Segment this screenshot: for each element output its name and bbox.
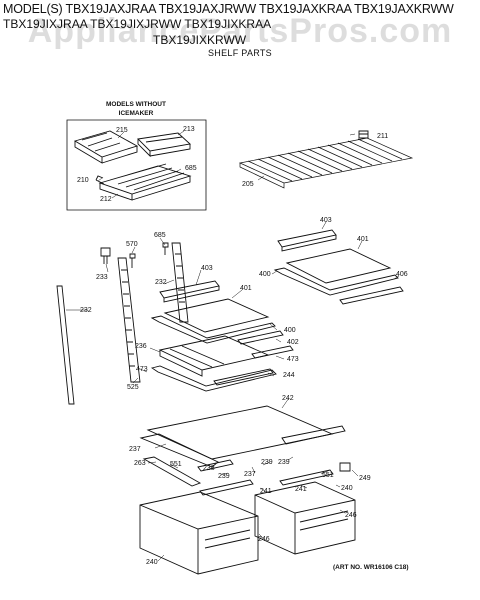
shelf-frame-400-upper <box>273 267 399 296</box>
slide-241-right <box>279 469 334 486</box>
crisper-frame-lower <box>150 365 277 392</box>
part-label-400-upper: 400 <box>259 271 271 278</box>
clip-233 <box>100 247 111 264</box>
shelf-bracket-403-upper <box>277 229 337 252</box>
part-label-473-left: 473 <box>136 366 148 373</box>
part-label-401-middle: 401 <box>240 285 252 292</box>
part-label-238: 238 <box>203 465 215 472</box>
icemaker-tray-215 <box>73 130 139 164</box>
shelf-bracket-403-middle <box>159 280 220 303</box>
wire-shelf-205 <box>238 137 414 189</box>
part-label-473-right: 473 <box>287 356 299 363</box>
part-label-242: 242 <box>282 395 294 402</box>
glass-shelf-401-upper <box>285 248 392 284</box>
shelf-trim-406 <box>339 286 404 305</box>
rail-263 <box>142 456 202 487</box>
part-label-236: 236 <box>135 343 147 350</box>
inset-caption-line-2: ICEMAKER <box>118 110 154 117</box>
part-label-685: 685 <box>154 232 166 239</box>
diagram-subtitle: SHELF PARTS <box>208 48 272 58</box>
trim-473-right <box>251 345 294 359</box>
part-label-551-left: 551 <box>170 461 182 468</box>
part-label-241-right: 241 <box>295 486 307 493</box>
screw-210 <box>95 175 105 185</box>
part-numbers: 215 213 685 210 212 211 205 403 401 400 … <box>77 126 408 566</box>
side-trim-232-left <box>56 285 75 405</box>
part-label-213: 213 <box>183 126 195 133</box>
part-label-212: 212 <box>100 196 112 203</box>
leader-lines <box>66 130 400 562</box>
part-label-210: 210 <box>77 177 89 184</box>
part-label-233: 233 <box>96 274 108 281</box>
part-label-403-upper: 403 <box>320 217 332 224</box>
frame-237-left <box>139 433 219 468</box>
part-label-240-left: 240 <box>146 559 158 566</box>
part-label-215: 215 <box>116 127 128 134</box>
model-list-line-2: TBX19JIXJRAA TBX19JIXJRWW TBX19JIXKRAA <box>3 17 272 31</box>
part-label-246-right: 246 <box>345 512 357 519</box>
part-label-240-right: 240 <box>341 485 353 492</box>
ladder-rail-left <box>117 257 141 383</box>
inset-caption-line-1: MODELS WITHOUT <box>106 101 166 108</box>
part-label-239-left: 239 <box>218 473 230 480</box>
ice-rack-212 <box>98 163 192 201</box>
part-label-237-center: 237 <box>244 471 256 478</box>
art-number: (ART NO. WR16106 C18) <box>333 564 409 571</box>
part-label-246-center: 246 <box>258 536 270 543</box>
part-label-211: 211 <box>377 133 388 140</box>
part-label-244: 244 <box>283 372 295 379</box>
model-list-line-3: TBX19JIXKRWW <box>153 33 247 47</box>
model-list-line-1: MODEL(S) TBX19JAXJRAA TBX19JAXJRWW TBX19… <box>3 2 454 16</box>
part-label-406: 406 <box>396 271 408 278</box>
crisper-drawer-240-left <box>139 491 259 575</box>
slide-241-left <box>199 479 254 496</box>
trim-244 <box>213 368 274 386</box>
part-label-241-left: 241 <box>260 488 272 495</box>
part-label-239-right: 239 <box>278 459 290 466</box>
slide-238 <box>197 459 234 472</box>
screw-685 <box>162 242 169 255</box>
part-label-249: 249 <box>359 475 371 482</box>
part-label-403-middle: 403 <box>201 265 213 272</box>
part-label-570: 570 <box>126 241 138 248</box>
glass-cover-242 <box>146 405 334 460</box>
part-label-232-left: 232 <box>80 307 92 314</box>
part-label-551-right: 551 <box>322 472 334 479</box>
cap-211 <box>358 130 369 139</box>
clip-249 <box>339 462 351 472</box>
shelf-frame-400-middle <box>150 315 276 344</box>
part-label-205: 205 <box>242 181 254 188</box>
part-label-239-center: 239 <box>261 459 273 466</box>
part-label-400-middle: 400 <box>284 327 296 334</box>
part-label-401-upper: 401 <box>357 236 369 243</box>
inset-frame <box>66 119 207 211</box>
screw-570 <box>129 253 136 268</box>
part-label-232-center: 232 <box>155 279 167 286</box>
ladder-rail-center <box>171 242 189 323</box>
rail-right-assembly <box>281 425 346 445</box>
crisper-drawer-246-right <box>254 481 356 555</box>
part-label-402: 402 <box>287 339 299 346</box>
part-label-263: 263 <box>134 460 146 467</box>
ice-bin-213 <box>137 132 191 158</box>
trim-402 <box>237 330 284 345</box>
watermark-text: AppliancePartsPros.com <box>27 12 453 50</box>
glass-shelf-401-middle <box>163 298 270 333</box>
part-label-237-left: 237 <box>129 446 141 453</box>
part-label-525: 525 <box>127 384 139 391</box>
part-label-685-inset: 685 <box>185 165 197 172</box>
